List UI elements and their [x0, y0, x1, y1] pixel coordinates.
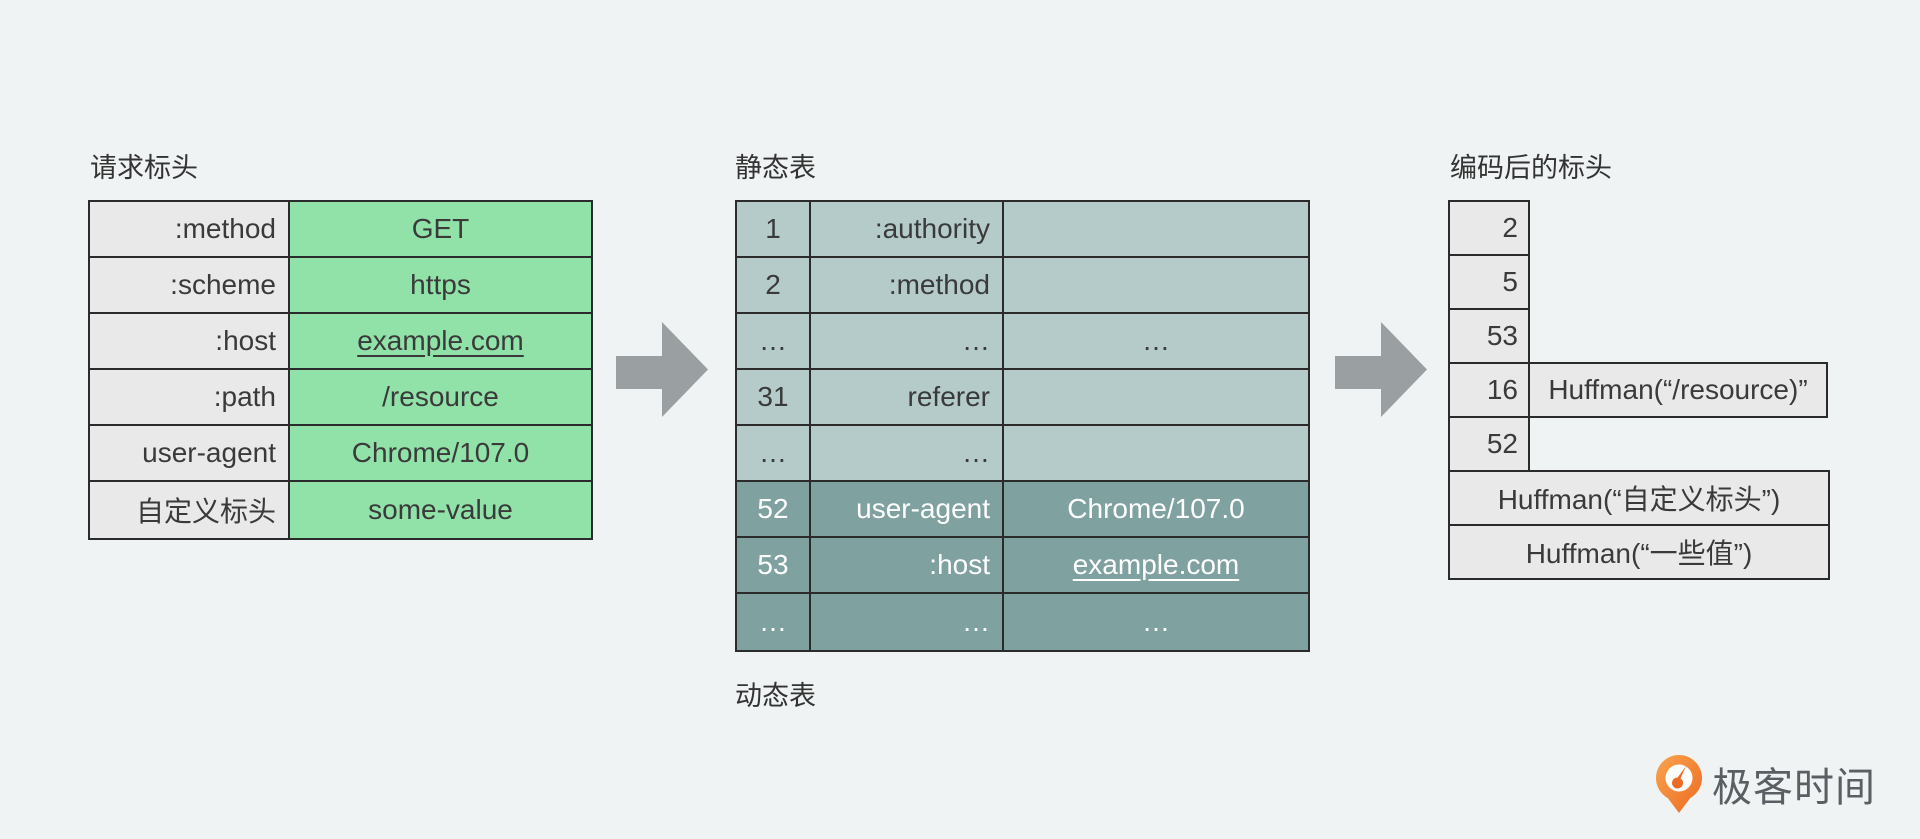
index-cell: 53 — [737, 538, 811, 592]
name-cell: user-agent — [811, 482, 1004, 536]
header-name-cell: :host — [90, 314, 290, 368]
header-value-cell: example.com — [290, 314, 591, 368]
index-cell: … — [737, 314, 811, 368]
value-cell — [1004, 370, 1308, 424]
value-cell: … — [1004, 314, 1308, 368]
header-name-cell: :path — [90, 370, 290, 424]
geektime-logo-text: 极客时间 — [1712, 766, 1876, 810]
name-cell: … — [811, 594, 1004, 650]
header-value-cell: /resource — [290, 370, 591, 424]
value-cell — [1004, 258, 1308, 312]
arrow-right-icon — [1335, 322, 1427, 417]
table-row: 2 :method — [737, 258, 1308, 314]
encoded-headers-table: 2 5 53 16 Huffman(“/resource)” 52 Huffma… — [1448, 200, 1832, 580]
value-cell: … — [1004, 594, 1308, 650]
encoded-headers-title: 编码后的标头 — [1450, 153, 1612, 183]
geektime-logo-icon — [1656, 755, 1702, 813]
static-dynamic-table: 1 :authority 2 :method … … … 31 referer … — [735, 200, 1310, 652]
table-row: 2 — [1448, 200, 1832, 256]
table-row: user-agent Chrome/107.0 — [90, 426, 591, 482]
index-cell: 53 — [1448, 308, 1530, 364]
table-row-dynamic: 53 :host example.com — [737, 538, 1308, 594]
table-row: … … — [737, 426, 1308, 482]
header-name-cell: user-agent — [90, 426, 290, 480]
value-cell — [1004, 202, 1308, 256]
index-cell: 1 — [737, 202, 811, 256]
arrow-right-icon — [616, 322, 708, 417]
header-value-cell: GET — [290, 202, 591, 256]
name-cell: :authority — [811, 202, 1004, 256]
table-row-dynamic: … … … — [737, 594, 1308, 650]
table-row: :method GET — [90, 202, 591, 258]
name-cell: referer — [811, 370, 1004, 424]
request-headers-table: :method GET :scheme https :host example.… — [88, 200, 593, 540]
geektime-logo: 极客时间 — [1656, 755, 1876, 813]
index-cell: 52 — [737, 482, 811, 536]
header-value-cell: Chrome/107.0 — [290, 426, 591, 480]
index-cell: … — [737, 594, 811, 650]
table-row: 52 — [1448, 416, 1832, 472]
example-com-link-text: example.com — [357, 325, 524, 356]
header-name-cell: :method — [90, 202, 290, 256]
example-com-link-text: example.com — [1072, 549, 1240, 580]
index-cell: 31 — [737, 370, 811, 424]
index-cell: 52 — [1448, 416, 1530, 472]
request-headers-title: 请求标头 — [90, 153, 198, 183]
huffman-value-cell: Huffman(“一些值”) — [1448, 524, 1830, 580]
table-row: 31 referer — [737, 370, 1308, 426]
name-cell: … — [811, 426, 1004, 480]
index-cell: 5 — [1448, 254, 1530, 310]
table-row: 5 — [1448, 254, 1832, 310]
huffman-value-cell: Huffman(“/resource)” — [1528, 362, 1828, 418]
name-cell: :host — [811, 538, 1004, 592]
table-row: Huffman(“自定义标头”) — [1448, 470, 1832, 526]
table-row: :host example.com — [90, 314, 591, 370]
header-name-cell: :scheme — [90, 258, 290, 312]
index-cell: 2 — [1448, 200, 1530, 256]
header-value-cell: https — [290, 258, 591, 312]
header-name-cell: 自定义标头 — [90, 482, 290, 538]
table-row: :path /resource — [90, 370, 591, 426]
table-row: :scheme https — [90, 258, 591, 314]
value-cell: example.com — [1004, 538, 1308, 592]
table-row: 自定义标头 some-value — [90, 482, 591, 538]
table-row: 1 :authority — [737, 202, 1308, 258]
index-cell: 2 — [737, 258, 811, 312]
table-row: … … … — [737, 314, 1308, 370]
huffman-value-cell: Huffman(“自定义标头”) — [1448, 470, 1830, 526]
header-value-cell: some-value — [290, 482, 591, 538]
table-row: 53 — [1448, 308, 1832, 364]
static-table-title: 静态表 — [735, 153, 816, 183]
name-cell: … — [811, 314, 1004, 368]
table-row: 16 Huffman(“/resource)” — [1448, 362, 1832, 418]
name-cell: :method — [811, 258, 1004, 312]
index-cell: … — [737, 426, 811, 480]
table-row: Huffman(“一些值”) — [1448, 524, 1832, 580]
value-cell — [1004, 426, 1308, 480]
dynamic-table-label: 动态表 — [735, 681, 816, 711]
table-row-dynamic: 52 user-agent Chrome/107.0 — [737, 482, 1308, 538]
value-cell: Chrome/107.0 — [1004, 482, 1308, 536]
index-cell: 16 — [1448, 362, 1530, 418]
